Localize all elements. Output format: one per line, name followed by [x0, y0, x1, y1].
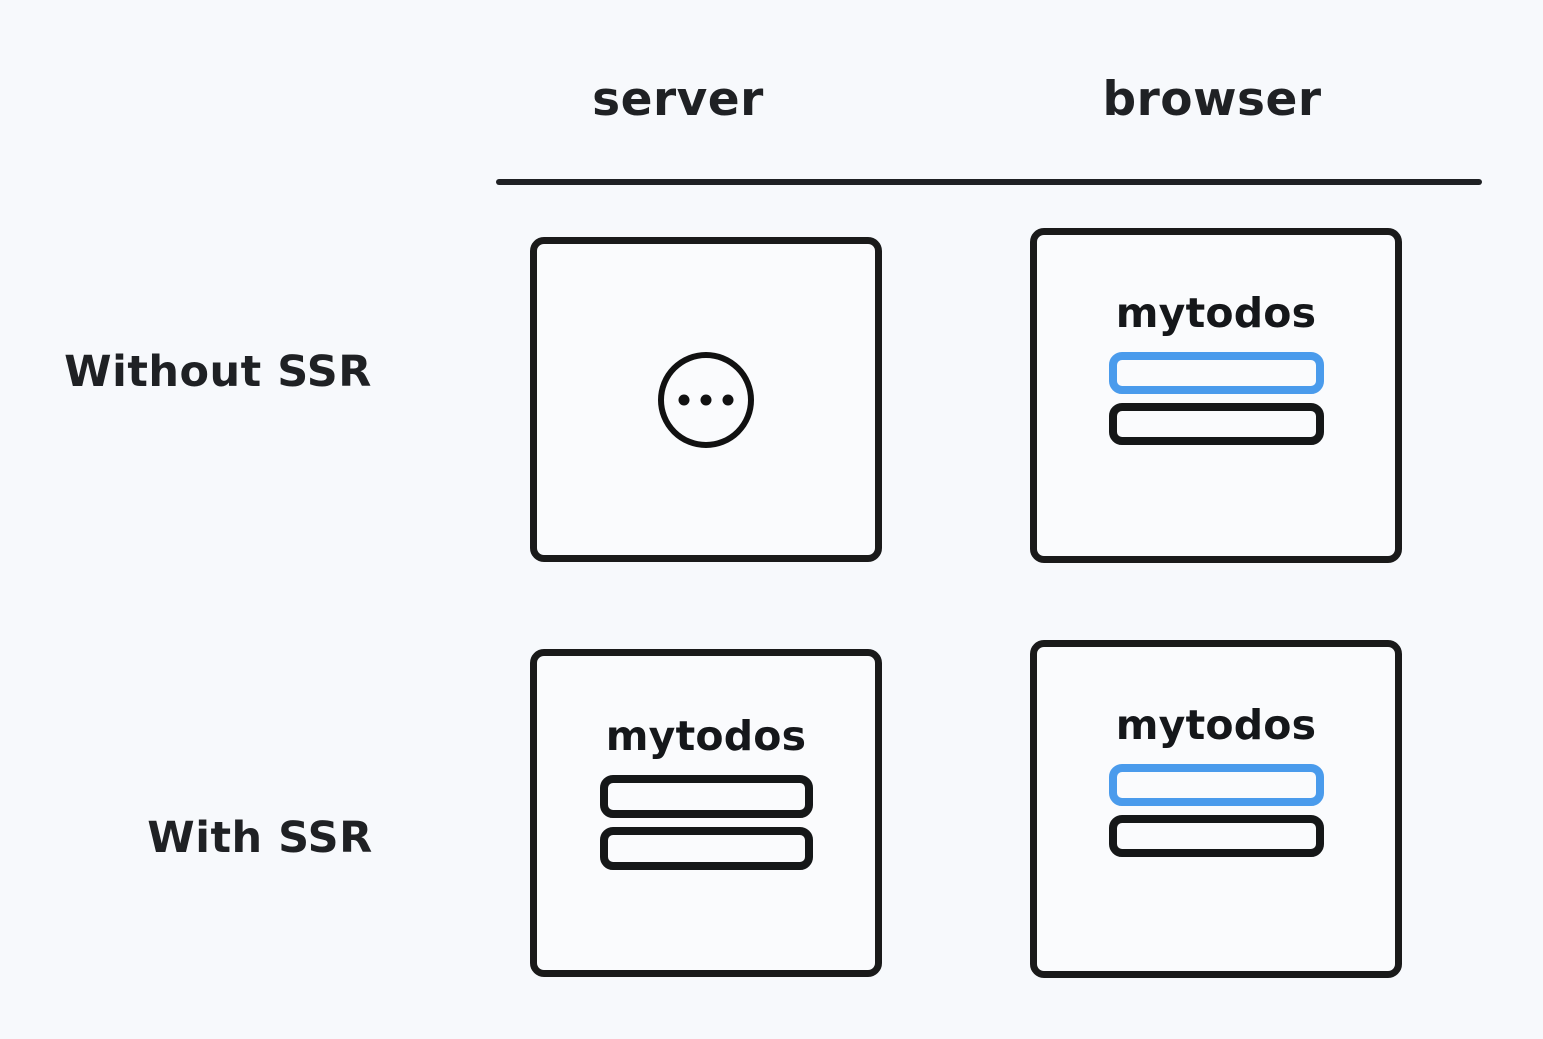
todo-item[interactable]: [599, 775, 813, 818]
spinner-dot: [678, 394, 690, 405]
card-server-without-ssr: [530, 237, 882, 562]
card-browser-without-ssr: mytodos: [1030, 228, 1402, 563]
app-mock: mytodos: [1037, 293, 1395, 445]
ellipsis-circle-icon: [658, 351, 754, 448]
app-title: mytodos: [605, 712, 807, 760]
app-mock: mytodos: [1037, 705, 1395, 857]
row-label-without-ssr: Without SSR: [64, 347, 372, 397]
spinner-dot: [700, 394, 712, 405]
column-header-browser: browser: [1102, 72, 1322, 127]
todo-list: [1108, 764, 1324, 857]
app-mock: mytodos: [537, 716, 875, 870]
todo-item[interactable]: [599, 827, 813, 870]
card-server-with-ssr: mytodos: [530, 649, 882, 977]
todo-list: [599, 775, 813, 870]
card-browser-with-ssr: mytodos: [1030, 640, 1402, 978]
row-label-with-ssr: With SSR: [147, 813, 373, 863]
header-divider: [496, 179, 1482, 185]
app-title: mytodos: [1115, 289, 1317, 337]
todo-item[interactable]: [1108, 764, 1324, 806]
spinner-dots: [678, 394, 734, 405]
todo-item[interactable]: [1108, 815, 1324, 857]
column-header-server: server: [592, 72, 764, 127]
spinner-dot: [722, 394, 734, 405]
todo-list: [1108, 352, 1324, 445]
spinner-ring: [658, 351, 754, 448]
todo-item[interactable]: [1108, 352, 1324, 394]
todo-item[interactable]: [1108, 403, 1324, 445]
app-title: mytodos: [1115, 701, 1317, 749]
